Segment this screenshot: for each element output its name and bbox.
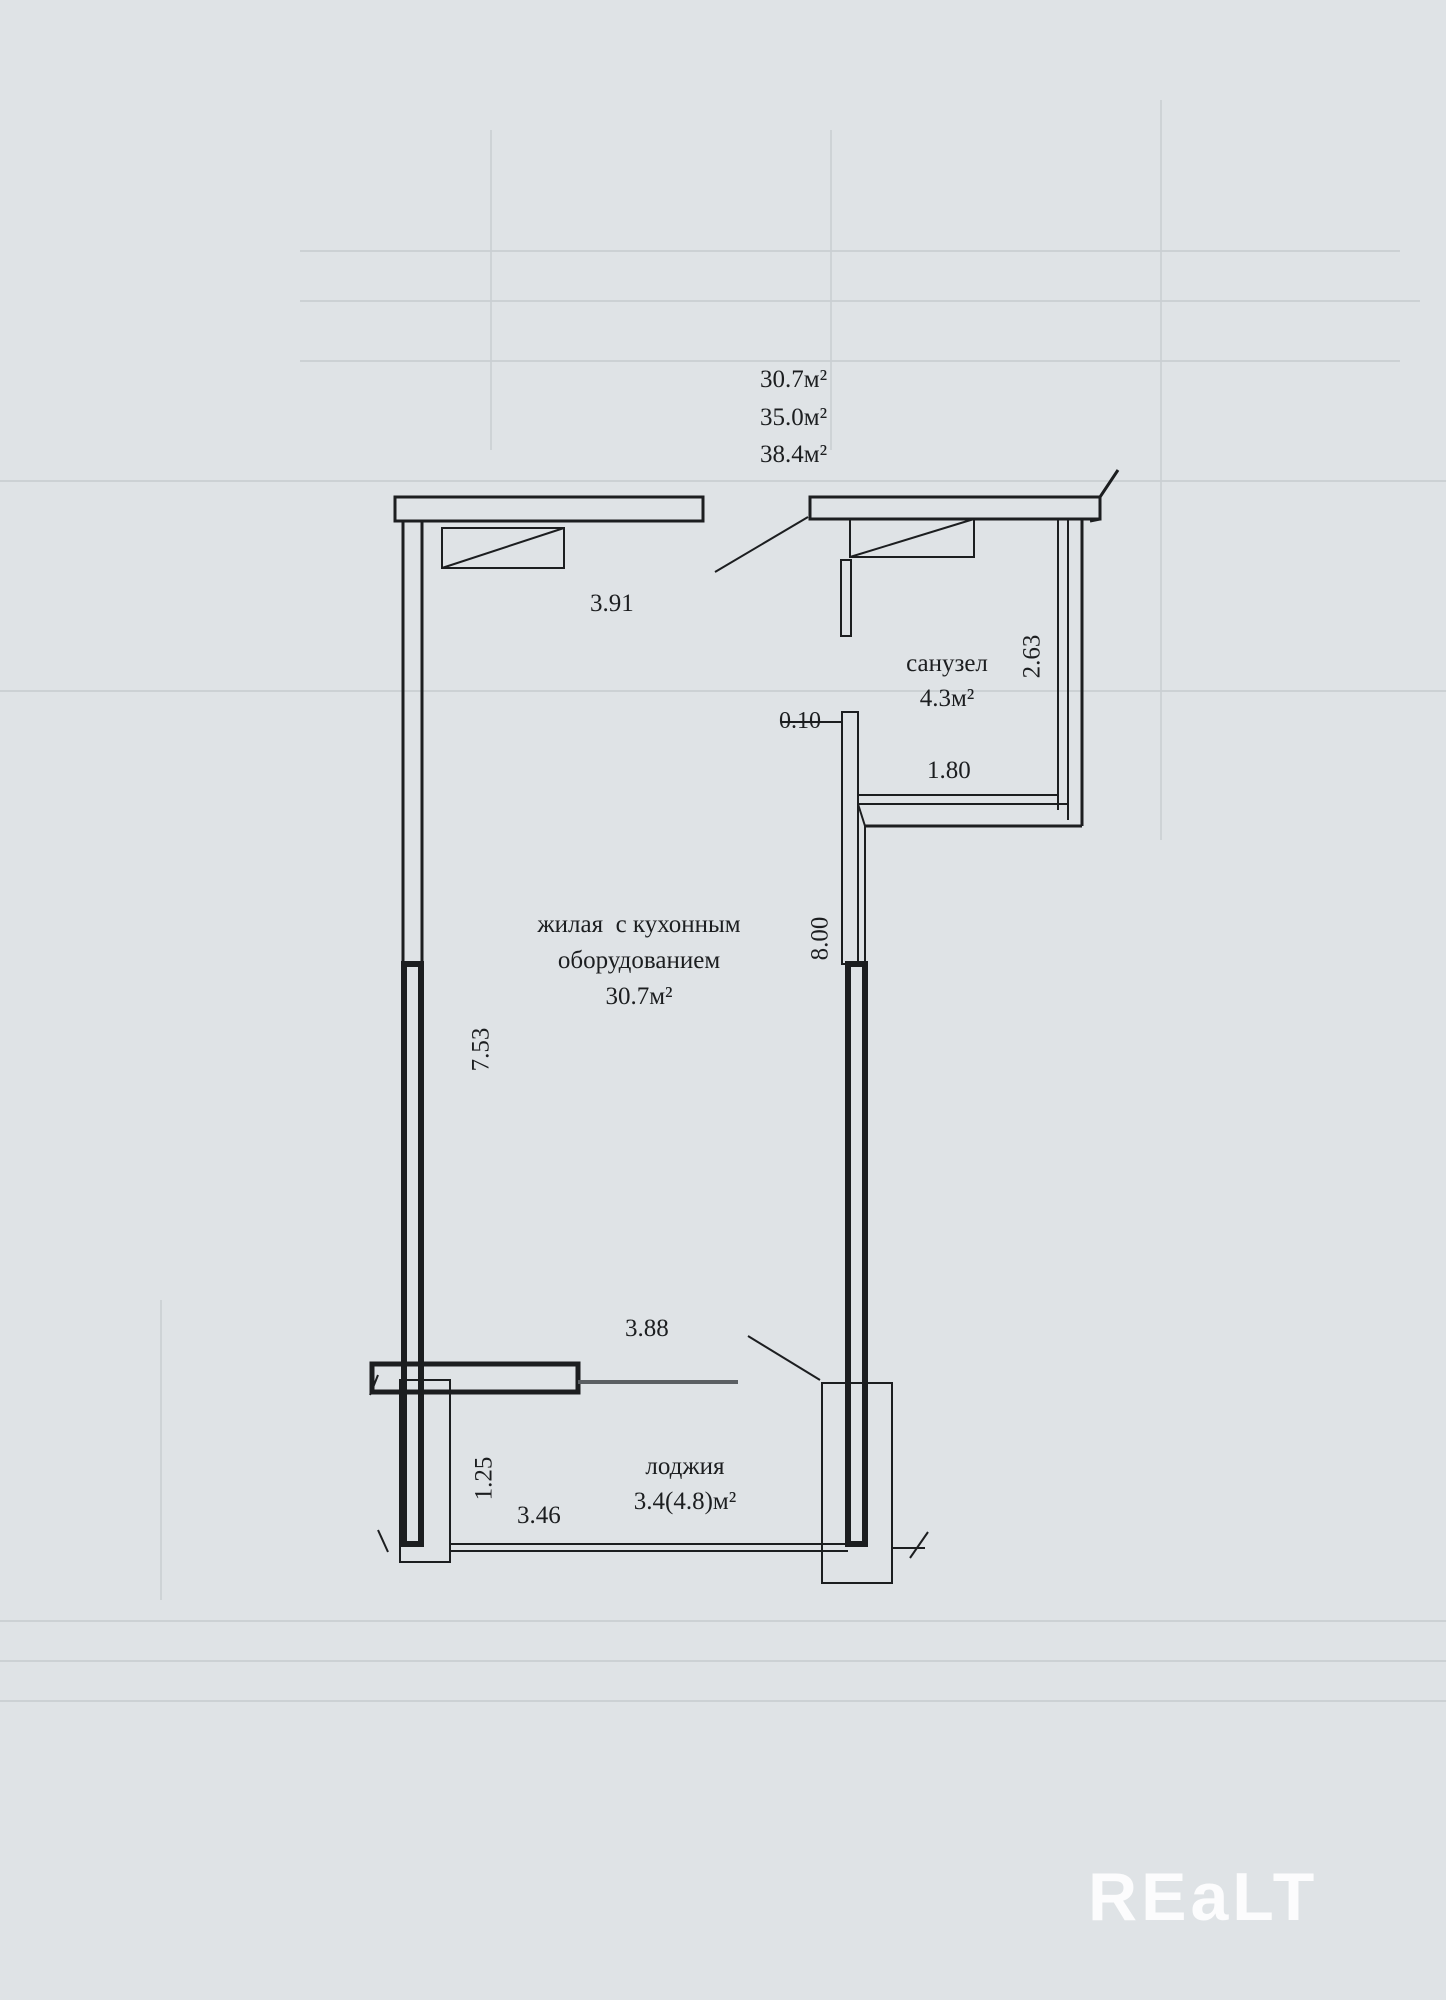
total-with-loggia-value: 38.4м² <box>760 441 828 468</box>
dim-bottom-width: 3.88 <box>625 1315 669 1342</box>
ghost-line <box>0 1620 1446 1622</box>
door-stub <box>840 559 852 637</box>
left-wall-lower <box>401 961 424 1547</box>
dim-wall-thickness: 0.10 <box>779 708 821 734</box>
dim-top-width: 3.91 <box>590 590 634 617</box>
ghost-line <box>300 250 1400 252</box>
left-wall-upper <box>401 519 424 966</box>
window-sill-left <box>441 527 565 569</box>
right-loggia-pillar <box>821 1382 893 1584</box>
right-wall-lower <box>845 961 868 1547</box>
ghost-line <box>0 480 1446 482</box>
top-wall-left <box>393 495 705 523</box>
dim-right-length: 8.00 <box>806 916 834 961</box>
loggia-area: 3.4(4.8)м² <box>633 1488 737 1515</box>
ghost-line <box>300 360 1400 362</box>
dim-bath-width: 1.80 <box>927 757 971 784</box>
loggia-name: лоджия <box>645 1453 725 1480</box>
bathroom-name: санузел <box>906 650 988 677</box>
total-area-value: 35.0м² <box>760 404 828 431</box>
realt-watermark-logo: REaLT <box>1088 1859 1319 1935</box>
right-wall-upper <box>841 711 859 965</box>
dim-left-length: 7.53 <box>467 1027 495 1072</box>
main-room-name-line2: оборудованием <box>557 947 721 974</box>
ghost-line <box>1160 100 1162 840</box>
main-room-area: 30.7м² <box>605 983 673 1010</box>
dim-loggia-width: 3.46 <box>517 1502 561 1529</box>
ghost-line <box>490 130 492 450</box>
ghost-line <box>0 1660 1446 1662</box>
top-wall-right <box>808 495 1102 521</box>
ghost-line <box>300 300 1420 302</box>
main-room-name-line1: жилая с кухонным <box>537 911 741 938</box>
ghost-line <box>160 1300 162 1600</box>
window-sill-right <box>849 518 975 558</box>
ghost-line <box>0 690 1446 692</box>
dim-bath-height: 2.63 <box>1018 634 1046 679</box>
loggia-partition <box>369 1361 581 1395</box>
bathroom-area: 4.3м² <box>919 685 975 712</box>
ghost-line <box>830 130 832 450</box>
ghost-line <box>0 1700 1446 1702</box>
living-area-value: 30.7м² <box>760 366 828 393</box>
dim-loggia-depth: 1.25 <box>470 1456 498 1501</box>
left-loggia-wall <box>399 1379 451 1563</box>
